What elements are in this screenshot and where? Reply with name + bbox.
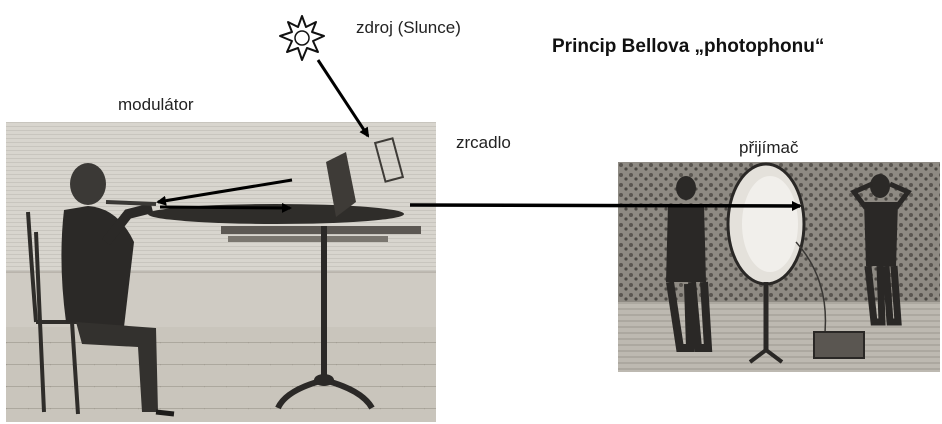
modulator-engraving <box>6 122 436 422</box>
modulator-label: modulátor <box>118 95 194 114</box>
source-label: zdroj (Slunce) <box>356 18 461 37</box>
receiver-engraving <box>618 162 940 372</box>
sunlight-arrow <box>316 59 370 138</box>
modulated-arrow-right <box>159 202 292 213</box>
mirror-label: zrcadlo <box>456 133 511 152</box>
reflection-arrow-left <box>156 178 293 206</box>
receiver-label: přijímač <box>739 138 799 157</box>
transmission-arrow <box>409 200 802 211</box>
sun-icon <box>279 15 325 61</box>
diagram-title: Princip Bellova „photophonu“ <box>552 36 825 57</box>
